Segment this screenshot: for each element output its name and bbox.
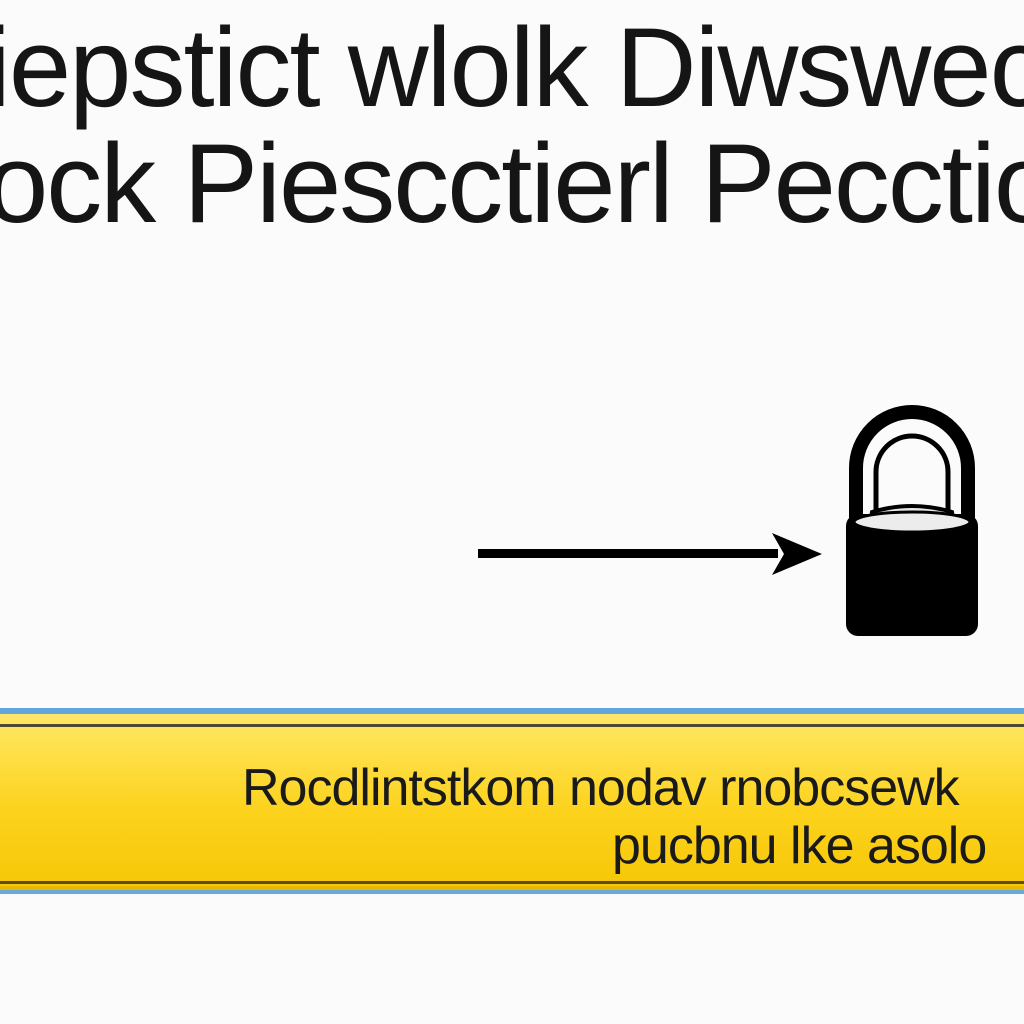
banner-text-line-1: Rocdlintstkom nodav rnobcsewk: [242, 759, 960, 817]
padlock-icon: [846, 405, 978, 636]
title-line-2: ock Piescctierl Pecctio: [0, 121, 1024, 246]
banner-bottom-line: [0, 881, 1024, 884]
notice-banner: Rocdlintstkom nodav rnobcsewk pucbnu lke…: [0, 708, 1024, 894]
title-block: iepstict wlolk Diwswec ock Piescctierl P…: [0, 0, 1024, 250]
banner-text-line-2: pucbnu lke asolo: [612, 817, 987, 875]
banner-top-line: [0, 724, 1024, 727]
title-line-1: iepstict wlolk Diwswec: [0, 5, 1024, 130]
arrow-right-icon: [478, 533, 822, 575]
